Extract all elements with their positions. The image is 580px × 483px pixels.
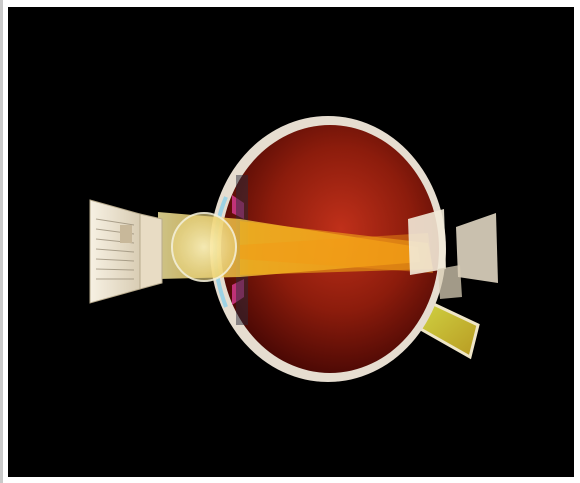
eye-diagram-svg [8,7,574,477]
crystalline-lens [172,213,236,281]
projected-image-far [456,213,498,283]
image-border [0,0,3,483]
book-right-page [140,214,162,289]
book-illustration-box [120,225,132,243]
eye-illustration [8,7,574,477]
projected-image-near [408,209,446,275]
projected-image-small [438,265,462,299]
